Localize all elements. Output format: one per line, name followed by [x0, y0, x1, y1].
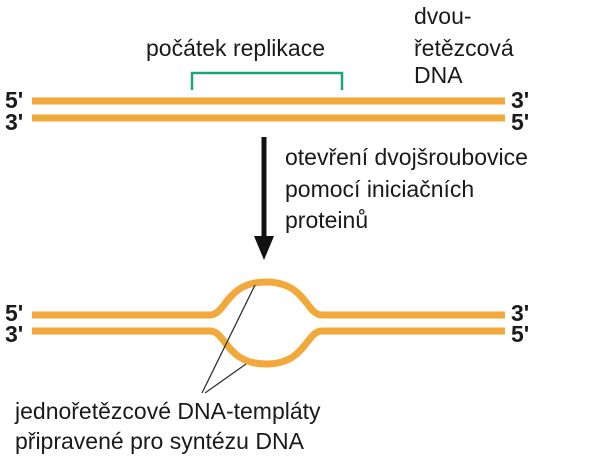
pointer-line-upper — [201, 284, 256, 394]
origin-bracket — [190, 71, 344, 90]
top-left-end-upper: 5' — [5, 87, 24, 113]
dna-label-line-3: DNA — [414, 62, 463, 88]
step-line-1: otevření dvojšroubovice — [285, 144, 528, 170]
top-left-end-lower: 3' — [5, 109, 24, 135]
caption-line-1: jednořetězcové DNA-templáty — [15, 398, 321, 424]
step-line-3: proteinů — [285, 207, 369, 233]
step-arrow-head — [254, 236, 274, 260]
dna-label-line-2: řetězcová — [414, 35, 514, 61]
top-right-end-lower: 5' — [511, 109, 530, 135]
step-line-2: pomocí iniciačních — [285, 176, 475, 202]
bottom-lower-strand — [32, 327, 505, 368]
bottom-upper-strand — [32, 278, 505, 319]
top-right-end-upper: 3' — [511, 87, 530, 113]
bottom-right-end-upper: 3' — [511, 300, 530, 326]
dna-label-line-1: dvou- — [414, 3, 472, 29]
bottom-right-end-lower: 5' — [511, 321, 530, 347]
caption-line-2: připravené pro syntézu DNA — [15, 428, 304, 454]
pointer-line-lower — [204, 363, 247, 394]
origin-label: počátek replikace — [146, 35, 325, 61]
bottom-left-end-lower: 3' — [5, 321, 24, 347]
bottom-left-end-upper: 5' — [5, 300, 24, 326]
